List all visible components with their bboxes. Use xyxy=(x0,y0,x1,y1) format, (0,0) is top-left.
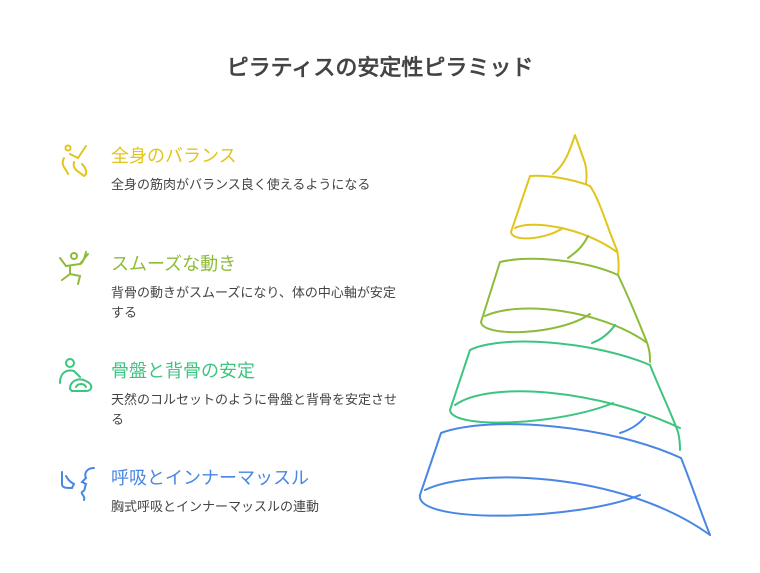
breathing-face-icon xyxy=(61,467,95,501)
tier-heading: 骨盤と背骨の安定 xyxy=(111,361,255,382)
tier-heading: 全身のバランス xyxy=(111,146,237,167)
spiral-tier-lime xyxy=(480,235,651,363)
tier-heading: 呼吸とインナーマッスル xyxy=(111,468,309,489)
exercise-ball-icon xyxy=(59,358,93,392)
tier-description: 全身の筋肉がバランス良く使えるようになる xyxy=(111,178,371,193)
moving-figure-icon xyxy=(59,251,89,285)
tier-description: 胸式呼吸とインナーマッスルの連動 xyxy=(111,500,320,515)
spiral-tier-blue xyxy=(418,416,711,536)
tier-heading: スムーズな動き xyxy=(111,254,237,275)
balance-figure-icon xyxy=(61,144,88,178)
tier-description: 天然のコルセットのように骨盤と背骨を安定させる xyxy=(111,393,398,428)
spiral-tier-yellow xyxy=(510,134,620,276)
tier-description: 背骨の動きがスムーズになり、体の中心軸が安定する xyxy=(111,286,396,321)
spiral-tier-green xyxy=(449,324,681,451)
diagram-title: ピラティスの安定性ピラミッド xyxy=(226,56,534,81)
